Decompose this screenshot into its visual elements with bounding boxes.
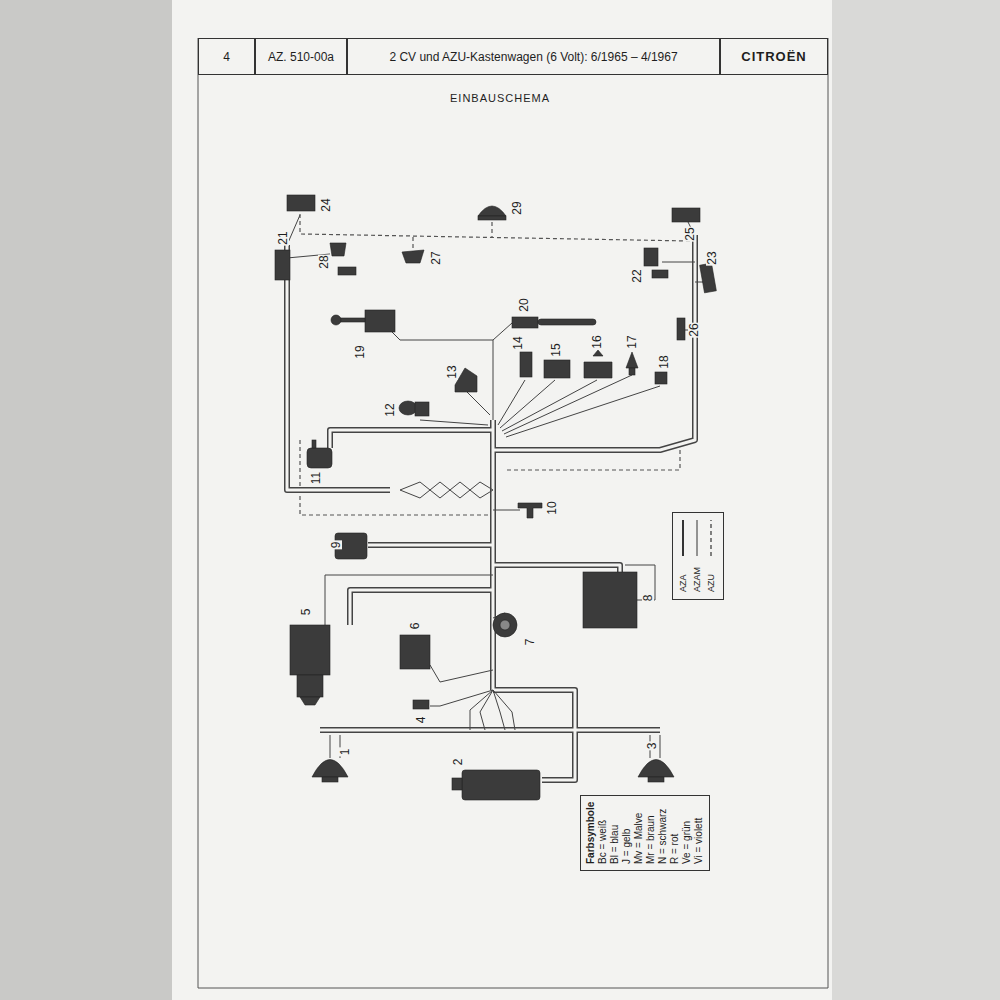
callout-number: 10 — [546, 500, 558, 515]
legend-row: AZA — [676, 518, 690, 592]
header-text: 4 — [223, 50, 230, 64]
callout-number: 12 — [384, 402, 396, 417]
callout-number: 29 — [511, 200, 523, 215]
legend-text: AZA — [678, 558, 688, 592]
color-code: J = gelb — [621, 802, 633, 864]
color-code: Bc = weiß — [597, 802, 609, 864]
callout-number: 16 — [591, 334, 603, 349]
header-cell: 2 CV und AZU-Kastenwagen (6 Volt): 6/196… — [347, 38, 720, 75]
callout-number: 19 — [354, 344, 366, 359]
legend-text: AZU — [706, 558, 716, 592]
callout-number: 20 — [518, 297, 530, 312]
diagram-title: EINBAUSCHEMA — [0, 92, 1000, 104]
header-cell: AZ. 510-00a — [255, 38, 347, 75]
callout-number: 5 — [300, 608, 312, 617]
color-code-rotated: FarbsymboleBc = weißBl = blauJ = gelbMv … — [581, 796, 709, 870]
header-text: 2 CV und AZU-Kastenwagen (6 Volt): 6/196… — [389, 50, 677, 64]
line-sample — [706, 518, 716, 558]
legend-row: AZU — [704, 518, 718, 592]
line-sample-stroke — [710, 520, 711, 556]
callout-number: 15 — [550, 342, 562, 357]
header-text: AZ. 510-00a — [268, 50, 334, 64]
callout-number: 13 — [446, 364, 458, 379]
table-heading: Farbsymbole — [585, 802, 597, 864]
callout-number: 23 — [706, 250, 718, 265]
header-cell: CITROËN — [720, 38, 828, 75]
callout-number: 9 — [330, 541, 342, 550]
callout-number: 27 — [430, 250, 442, 265]
color-code: Bl = blau — [609, 802, 621, 864]
callout-number: 7 — [524, 638, 536, 647]
color-code: Mv = Malve — [633, 802, 645, 864]
color-code: Ve = grün — [681, 802, 693, 864]
callout-number: 28 — [318, 254, 330, 269]
callout-number: 24 — [320, 197, 332, 212]
callout-number: 8 — [642, 594, 654, 603]
line-sample — [678, 518, 688, 558]
callout-number: 26 — [688, 322, 700, 337]
color-code: Mr = braun — [645, 802, 657, 864]
callout-number: 21 — [277, 230, 289, 245]
callout-number: 17 — [626, 334, 638, 349]
callout-number: 14 — [512, 335, 524, 350]
line-sample-stroke — [697, 520, 698, 556]
color-code: Vi = violett — [693, 802, 705, 864]
callout-number: 2 — [452, 758, 464, 767]
callout-number: 6 — [409, 622, 421, 631]
callout-number: 25 — [684, 226, 696, 241]
line-sample — [692, 518, 702, 558]
callout-number: 22 — [631, 268, 643, 283]
callout-number: 3 — [646, 742, 658, 751]
header-cell: 4 — [198, 38, 255, 75]
callout-number: 4 — [415, 716, 427, 725]
callout-number: 1 — [339, 748, 351, 757]
color-code: R = rot — [669, 802, 681, 864]
legend-row: AZAM — [690, 518, 704, 592]
color-code-table: FarbsymboleBc = weißBl = blauJ = gelbMv … — [580, 795, 710, 871]
legend-text: AZAM — [692, 558, 702, 592]
callout-number: 18 — [658, 354, 670, 369]
line-sample-stroke — [682, 520, 684, 556]
header-text: CITROËN — [741, 49, 807, 64]
callout-number: 11 — [310, 471, 322, 485]
line-legend-box: AZA AZAM AZU — [672, 512, 724, 600]
color-code: N = schwarz — [657, 802, 669, 864]
line-legend-rotated: AZA AZAM AZU — [673, 513, 721, 597]
